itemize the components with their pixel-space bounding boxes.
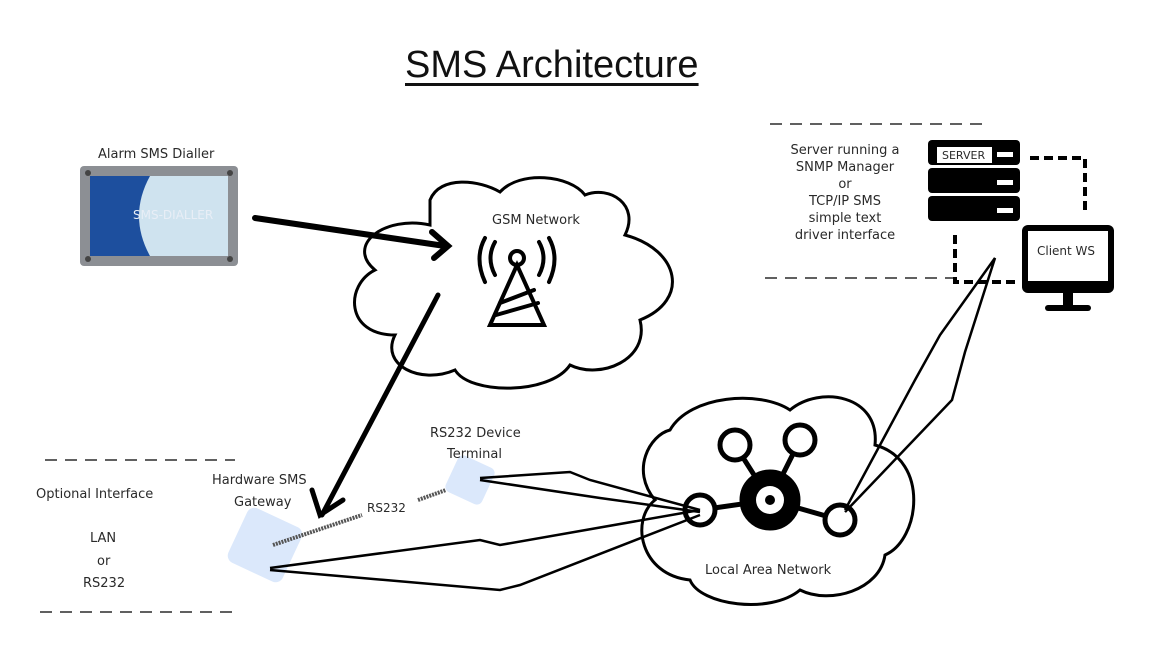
terminal-label-1: RS232 Device [430,426,521,441]
arrow-gsm-to-gateway [309,292,441,519]
sms-dialler-device [80,166,238,266]
dashed-connector [953,156,1087,284]
cell-tower-icon [477,236,557,327]
optional-rs232: RS232 [83,576,126,591]
server-desc-line: SNMP Manager [795,160,895,175]
lan-label: Local Area Network [705,563,832,578]
gateway-label-1: Hardware SMS [212,473,307,488]
dialler-device-text: SMS-DIALLER [133,208,214,222]
optional-lan: LAN [90,531,117,546]
gateway-label-2: Gateway [234,495,292,510]
gsm-label: GSM Network [492,213,580,228]
rs232-cable [272,488,447,547]
gsm-cloud [353,176,674,390]
terminal-label-2: Terminal [447,447,502,462]
wireless-link [269,257,997,592]
client-label: Client WS [1037,244,1096,258]
server-description: Server running a SNMP Manager or TCP/IP … [770,142,920,244]
optional-or: or [97,554,111,569]
server-desc-line: TCP/IP SMS [808,194,881,209]
server-desc-line: Server running a [790,143,900,158]
server-desc-line: or [838,177,852,192]
server-desc-line: driver interface [794,228,896,243]
server-icon [928,140,1020,221]
monitor-icon [1022,225,1114,311]
dashed-dividers [40,123,990,613]
arrow-dialler-to-gsm [252,215,453,261]
dialler-label: Alarm SMS Dialler [98,147,215,162]
rs232-link-label: RS232 [367,501,406,515]
server-badge: SERVER [942,149,986,162]
gateway-chip-icon [227,507,303,583]
page-title: SMS Architecture [405,44,699,86]
optional-label: Optional Interface [36,487,154,502]
server-desc-line: simple text [808,211,882,226]
terminal-chip-icon [445,455,495,505]
